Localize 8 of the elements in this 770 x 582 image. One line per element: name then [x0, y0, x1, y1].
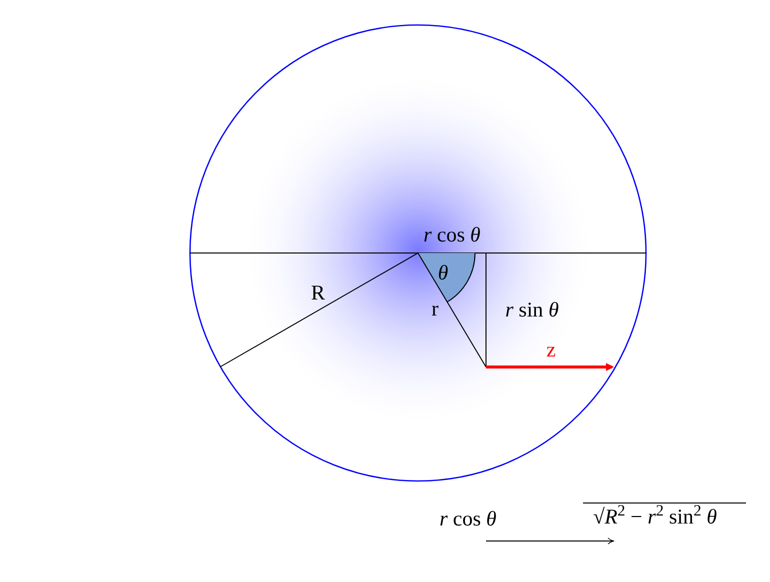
axis-label: z [546, 340, 556, 360]
math-label: r cos θ [424, 224, 480, 246]
radius-label: r [432, 298, 438, 320]
math-label: r sin θ [505, 300, 559, 320]
math-label: r cos θ [440, 508, 496, 530]
formula-label: √R$^{2}$ − r$^{2}$ sin$^{2}$ θ [593, 506, 717, 528]
radius-label: R [311, 282, 325, 304]
angle-label: θ [438, 262, 448, 284]
